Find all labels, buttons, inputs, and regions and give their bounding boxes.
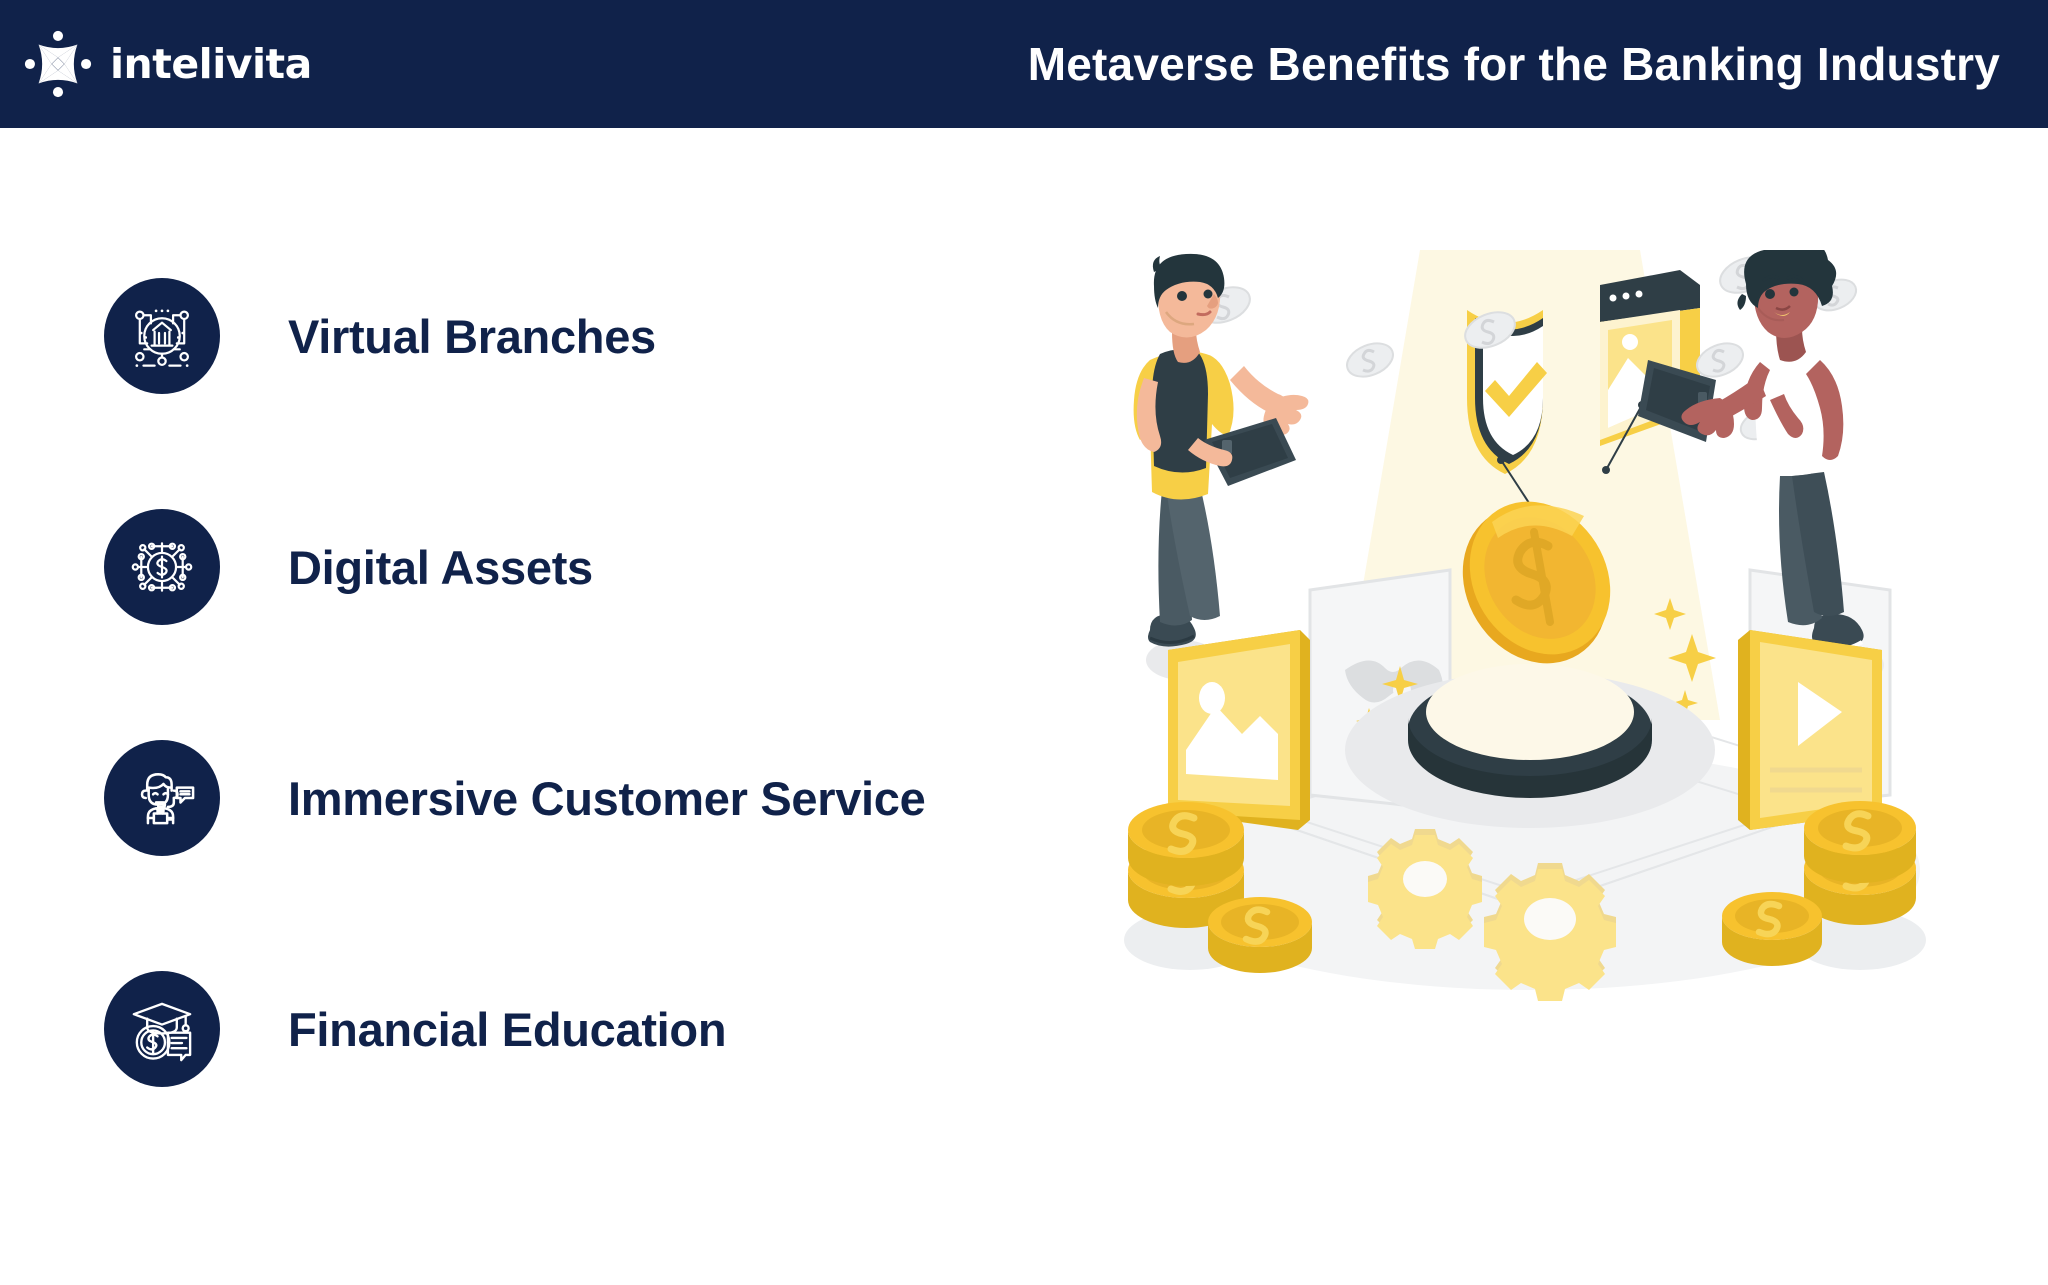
benefit-icon-badge: [104, 740, 220, 856]
benefit-label: Immersive Customer Service: [288, 771, 926, 825]
metaverse-banking-illustration: [1120, 250, 1940, 1050]
coin-stack-right: [1722, 801, 1926, 970]
left-person: [1133, 253, 1309, 680]
bank-circuit-icon: [134, 309, 190, 367]
panel-play-right: [1738, 630, 1882, 830]
brand-logo[interactable]: intelivita: [22, 28, 312, 100]
gold-coin: [1462, 501, 1611, 664]
coin-stack-left: [1124, 802, 1312, 973]
gear-left: [1368, 829, 1482, 949]
benefit-item-financial-education[interactable]: Financial Education: [104, 971, 1044, 1087]
brand-name-text: intelivita: [110, 39, 312, 88]
benefit-icon-badge: [104, 509, 220, 625]
benefit-item-immersive-customer-service[interactable]: Immersive Customer Service: [104, 740, 1044, 856]
support-agent-icon: [140, 773, 195, 825]
benefit-item-virtual-branches[interactable]: Virtual Branches: [104, 278, 1044, 394]
connector-lines: [1500, 404, 1643, 507]
gear-right: [1484, 863, 1616, 1001]
graduation-coin-icon: [132, 1002, 192, 1062]
header-bar: intelivita Metaverse Benefits for the Ba…: [0, 0, 2048, 128]
page-title: Metaverse Benefits for the Banking Indus…: [1027, 38, 2000, 90]
dollar-circuit-icon: [131, 542, 193, 592]
benefit-label: Digital Assets: [288, 540, 593, 594]
press-button[interactable]: [1345, 664, 1715, 828]
benefit-label: Virtual Branches: [288, 309, 656, 363]
benefit-item-digital-assets[interactable]: Digital Assets: [104, 509, 1044, 625]
benefit-label: Financial Education: [288, 1002, 727, 1056]
benefit-icon-badge: [104, 278, 220, 394]
benefits-list: Virtual Branches: [104, 278, 1044, 1087]
panel-image-left: [1168, 630, 1310, 830]
shield-check-icon: [1467, 310, 1547, 474]
intelivita-star-logo-icon: [24, 30, 92, 98]
benefit-icon-badge: [104, 971, 220, 1087]
